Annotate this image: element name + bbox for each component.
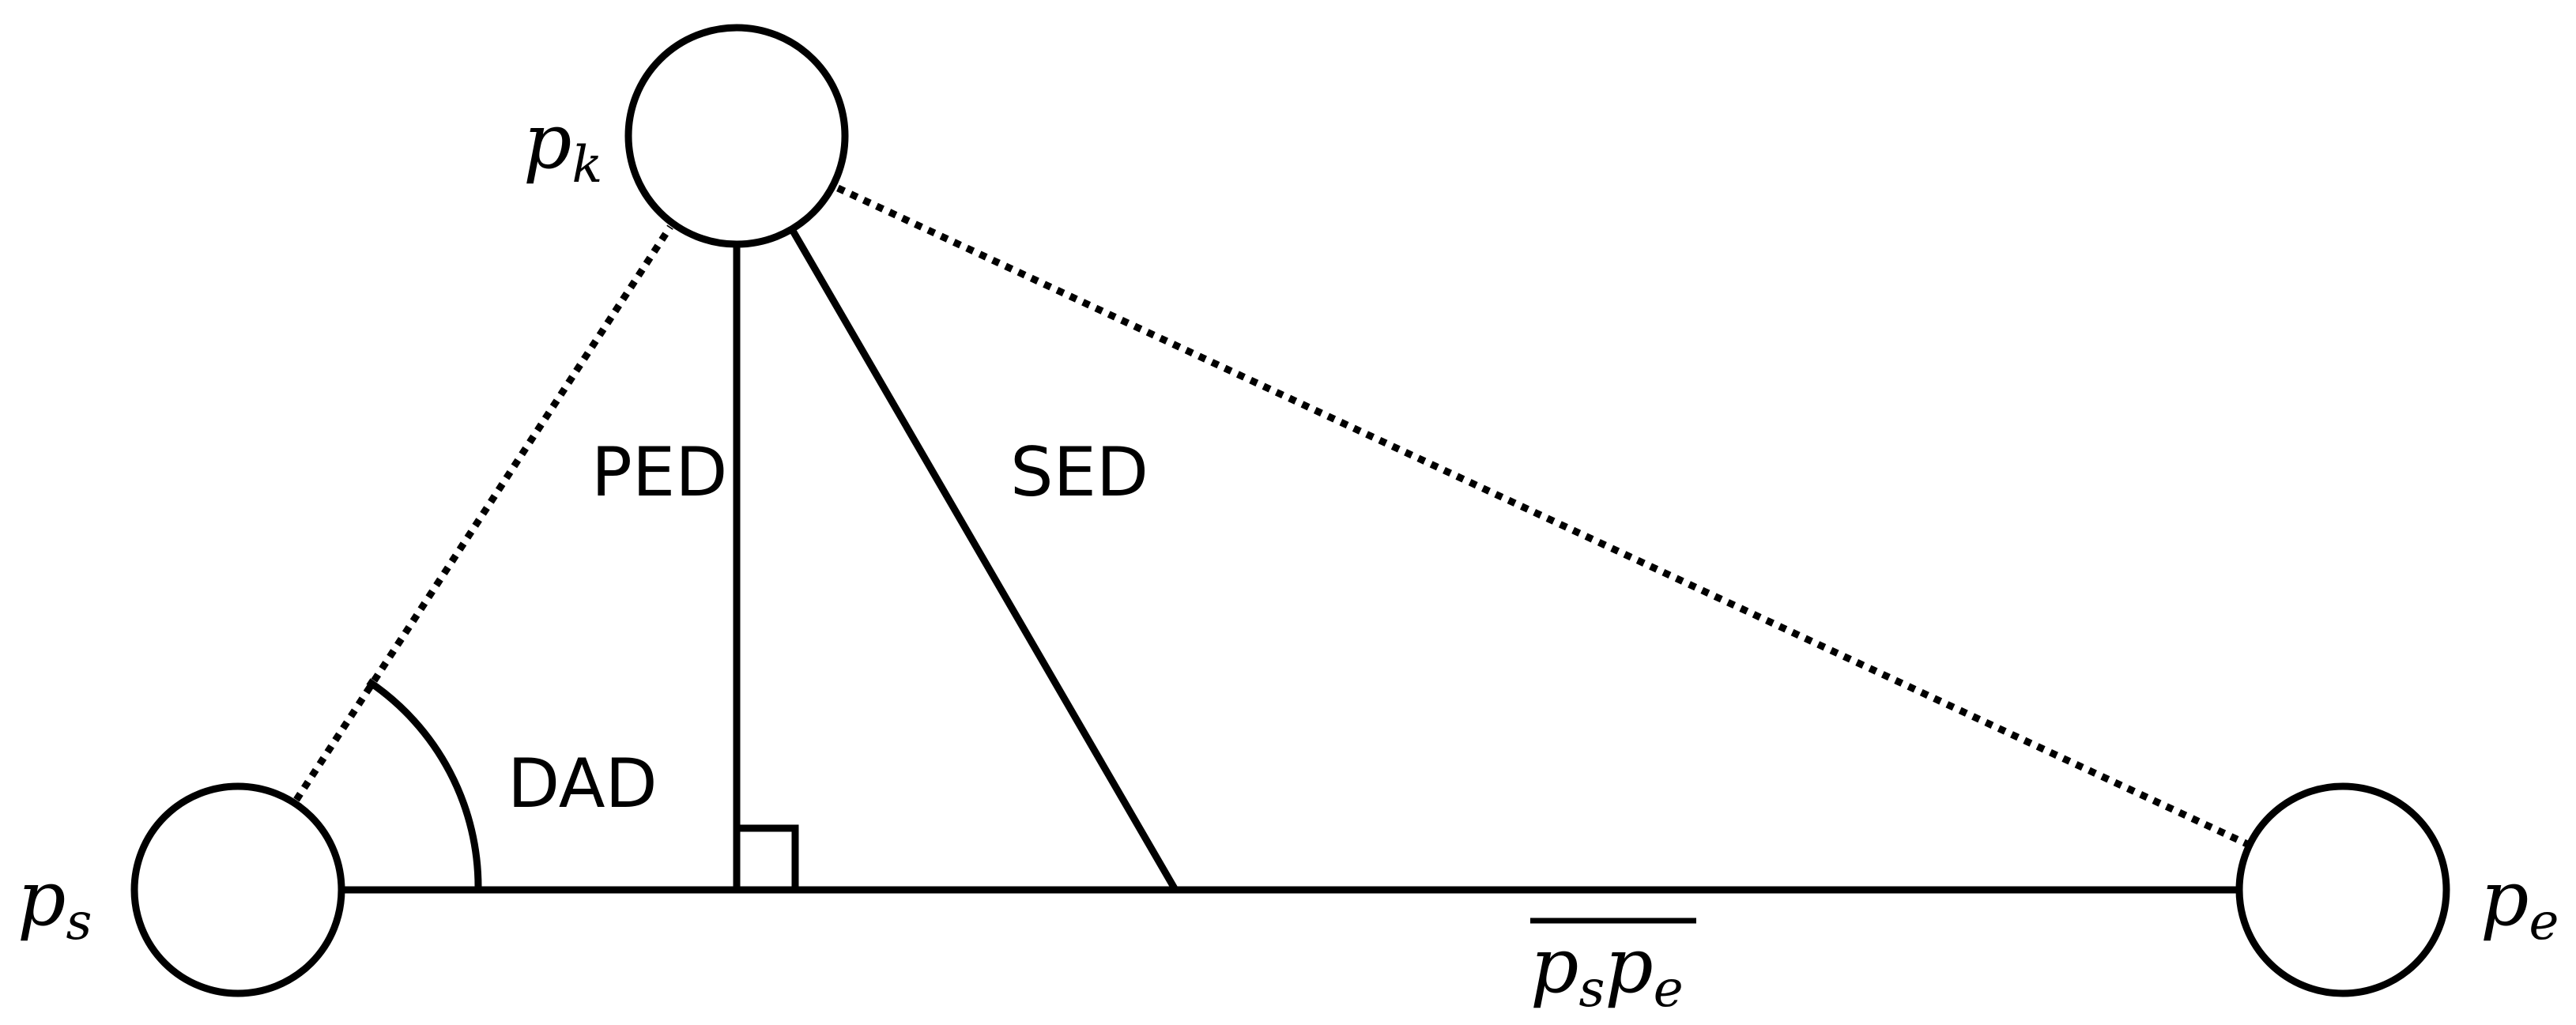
label-key-sub: k (571, 136, 602, 194)
label-ped: PED (591, 433, 727, 512)
dotted-line-pk-pe (836, 184, 2249, 848)
dad-angle-arc (366, 678, 482, 891)
right-angle-marker (737, 824, 799, 890)
label-point-end: pe (2480, 854, 2559, 952)
node-end-circle (2235, 782, 2450, 997)
label-point-key: pk (523, 97, 602, 194)
label-start-sub: s (66, 893, 92, 952)
label-start-base: p (17, 854, 66, 943)
segment-first-base: p (1530, 921, 1578, 1010)
label-segment-ps-pe: pspe (1530, 921, 1684, 1019)
label-dad: DAD (507, 744, 658, 823)
label-sed: SED (1010, 433, 1148, 512)
sed-line (790, 228, 1179, 892)
label-key-base: p (523, 97, 571, 186)
dotted-line-ps-pk (293, 224, 673, 802)
segment-first-sub: s (1578, 960, 1605, 1019)
label-end-base: p (2480, 854, 2529, 943)
node-key-circle (624, 24, 849, 248)
label-point-start: ps (17, 854, 92, 952)
label-end-sub: e (2529, 893, 2559, 952)
segment-second-sub: e (1654, 960, 1684, 1019)
node-start-circle (130, 782, 345, 997)
segment-second-base: p (1605, 921, 1653, 1010)
